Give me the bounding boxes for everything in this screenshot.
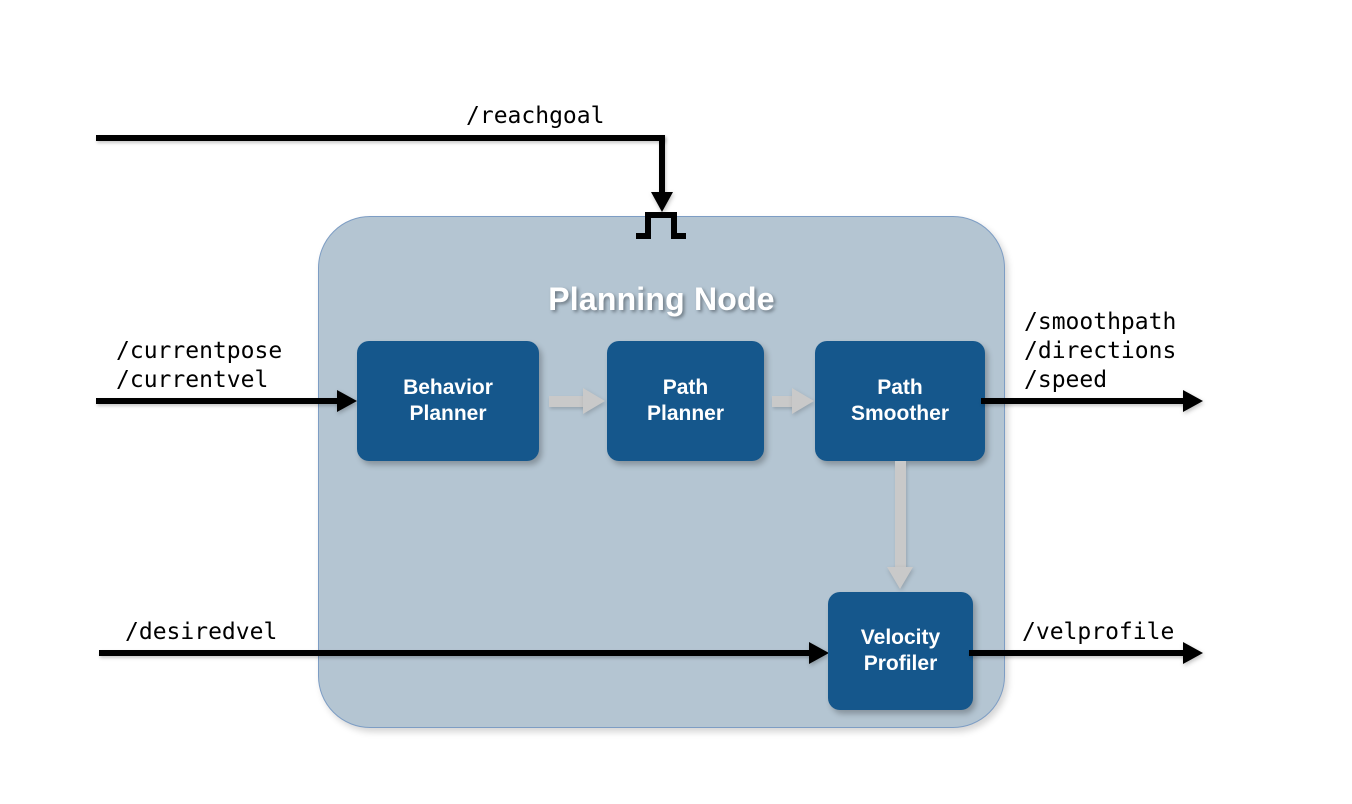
edge-path-planner-to-smoother-shaft <box>772 396 796 407</box>
velprofile-output-arrowhead <box>1183 642 1203 664</box>
reachgoal-arrowhead <box>651 192 673 212</box>
block-behavior-planner[interactable]: Behavior Planner <box>357 341 539 461</box>
topic-label-directions: /directions <box>1024 338 1177 364</box>
block-path-planner[interactable]: Path Planner <box>607 341 764 461</box>
topic-label-smoothpath: /smoothpath <box>1024 309 1177 335</box>
topic-label-reachgoal: /reachgoal <box>466 103 605 129</box>
desiredvel-input-arrowhead <box>809 642 829 664</box>
block-velocity-profiler-label: Velocity Profiler <box>860 625 941 675</box>
edge-smoother-to-velocity-shaft <box>895 461 906 571</box>
reachgoal-line-vertical <box>659 135 665 198</box>
topic-label-desiredvel: /desiredvel <box>125 619 278 645</box>
edge-path-planner-to-smoother-arrowhead <box>792 388 814 414</box>
topic-label-speed: /speed <box>1024 367 1108 393</box>
planning-node-title: Planning Node <box>548 281 775 317</box>
square-pulse-icon <box>634 210 688 240</box>
topic-label-velprofile: /velprofile <box>1022 619 1175 645</box>
edge-smoother-to-velocity-arrowhead <box>887 567 913 589</box>
block-behavior-planner-label: Behavior Planner <box>403 375 493 425</box>
topic-label-currentvel: /currentvel <box>116 367 269 393</box>
block-path-smoother-label: Path Smoother <box>850 375 949 425</box>
block-path-planner-label: Path Planner <box>646 375 725 425</box>
velprofile-output-line <box>969 650 1185 656</box>
currentpose-input-arrowhead <box>337 390 357 412</box>
edge-behavior-to-path-planner-arrowhead <box>583 388 605 414</box>
smoothpath-output-arrowhead <box>1183 390 1203 412</box>
reachgoal-line-horizontal <box>96 135 665 141</box>
smoothpath-output-line <box>981 398 1185 404</box>
currentpose-input-line <box>96 398 339 404</box>
desiredvel-input-line <box>99 650 811 656</box>
topic-label-currentpose: /currentpose <box>116 338 283 364</box>
block-path-smoother[interactable]: Path Smoother <box>815 341 985 461</box>
block-velocity-profiler[interactable]: Velocity Profiler <box>828 592 973 710</box>
edge-behavior-to-path-planner-shaft <box>549 396 587 407</box>
